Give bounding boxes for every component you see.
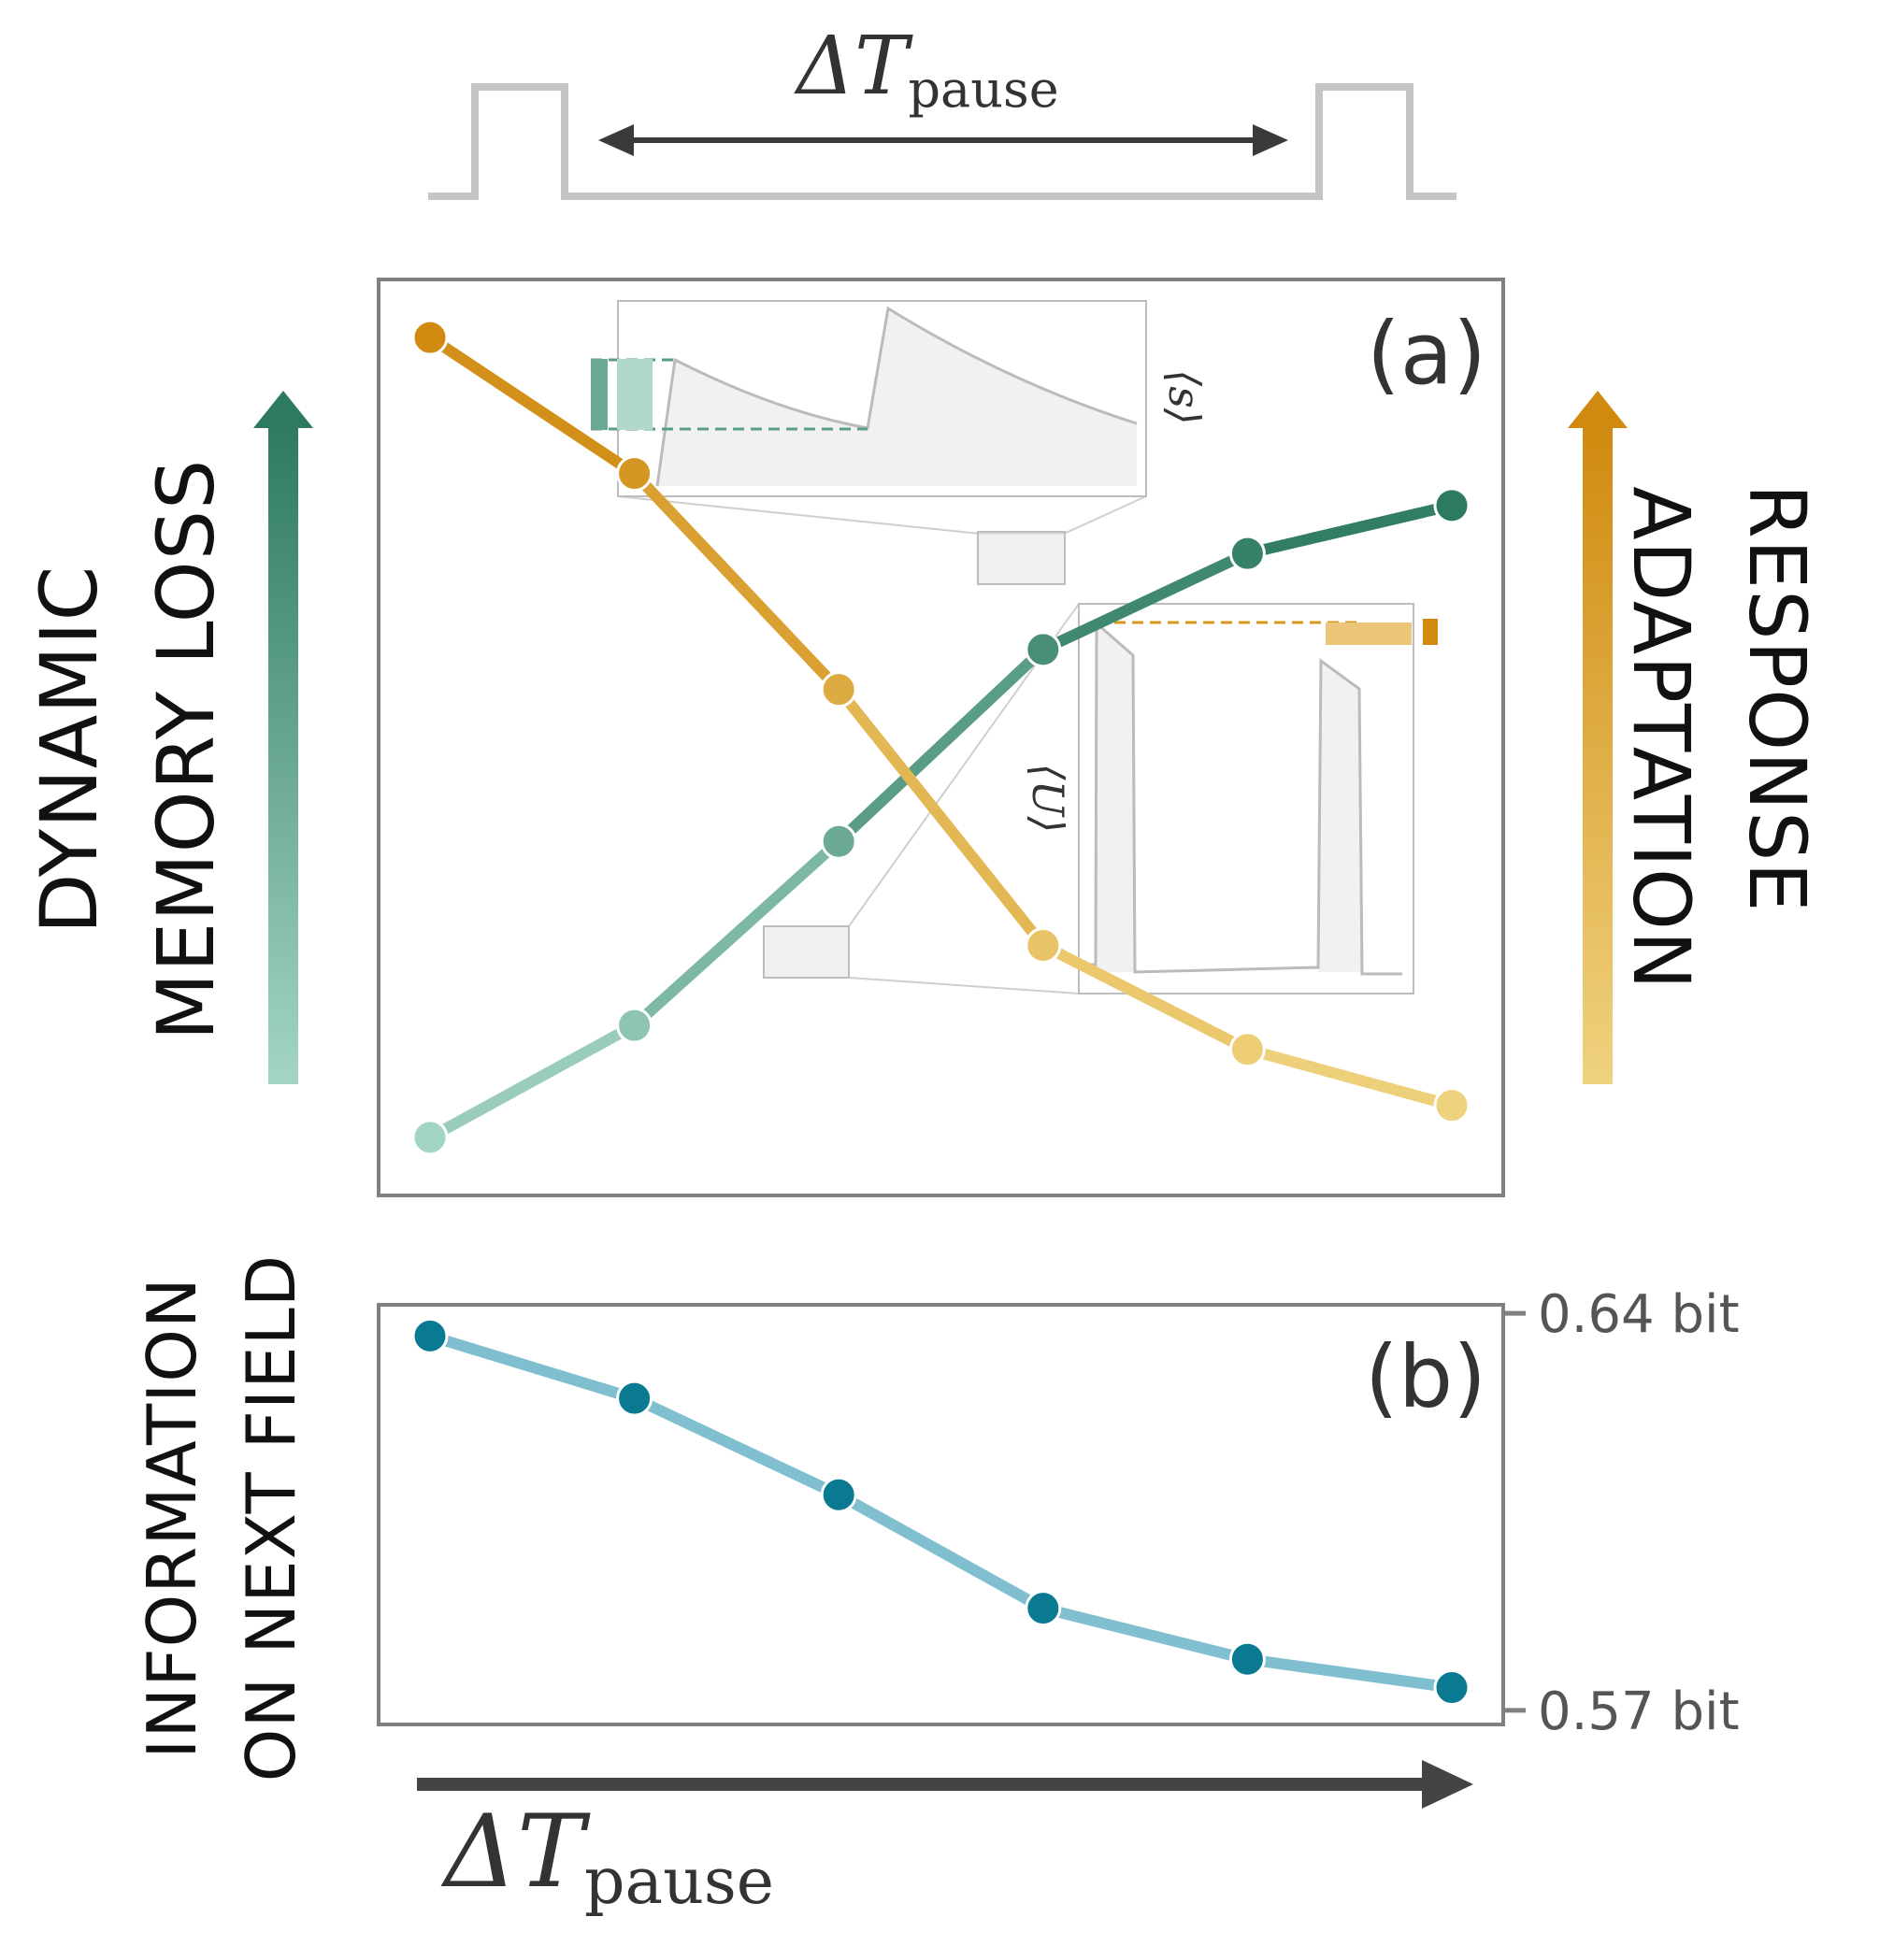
information-segment-3 xyxy=(1037,1602,1254,1666)
inset-top-bar-dark xyxy=(591,359,608,430)
pause-arrow-right-head xyxy=(1253,124,1288,156)
response-adaptation-label-line1: RESPONSE xyxy=(1731,484,1823,913)
inset-top-trace-fill xyxy=(657,308,1137,486)
pause-label: ΔTpause xyxy=(794,20,1059,119)
inset-bottom-trace-fill-2 xyxy=(1318,661,1362,972)
response_adaptation-segment-1 xyxy=(628,467,845,695)
y-tick-label-0: 0.64 bit xyxy=(1538,1284,1740,1345)
panel-b: INFORMATION ON NEXT FIELD (b) 0.64 bit0.… xyxy=(133,1254,1740,1781)
memory_loss-segment-4 xyxy=(1241,499,1457,560)
response_adaptation-point-5 xyxy=(1433,1087,1471,1124)
response_adaptation-point-0 xyxy=(411,319,449,356)
inset-top-label: ⟨s⟩ xyxy=(1159,369,1210,425)
response-adaptation-arrow-shaft xyxy=(1583,425,1613,1084)
memory_loss-point-0 xyxy=(411,1119,449,1156)
response_adaptation-point-3 xyxy=(1025,927,1062,964)
x-axis-arrow-head xyxy=(1422,1760,1473,1809)
panel-a-data xyxy=(411,319,1471,1156)
information-point-1 xyxy=(616,1380,653,1417)
panel-a: (a) ⟨s⟩ ⟨U⟩ xyxy=(377,278,1505,1197)
x-axis-label: ΔTpause xyxy=(440,1794,774,1919)
x-axis-arrow-shaft xyxy=(417,1778,1431,1791)
inset-top-bar-light xyxy=(617,359,653,430)
inset-top-connector xyxy=(617,495,1147,535)
information-point-0 xyxy=(411,1317,449,1354)
information-point-4 xyxy=(1228,1640,1266,1678)
information-point-5 xyxy=(1433,1669,1471,1707)
response_adaptation-segment-4 xyxy=(1241,1043,1457,1111)
information-segment-1 xyxy=(628,1393,845,1501)
y-tick-label-1: 0.57 bit xyxy=(1538,1681,1740,1742)
memory-loss-arrow-head xyxy=(253,391,313,428)
memory_loss-point-5 xyxy=(1433,487,1471,524)
information-point-2 xyxy=(820,1476,857,1513)
memory_loss-segment-0 xyxy=(424,1020,640,1143)
memory-loss-label-line1: DYNAMIC xyxy=(23,565,115,935)
memory_loss-point-3 xyxy=(1025,631,1062,668)
response_adaptation-point-1 xyxy=(616,455,653,493)
memory_loss-segment-2 xyxy=(833,643,1049,848)
pause-arrow-left-head xyxy=(598,124,634,156)
inset-bottom-bar-dark xyxy=(1423,619,1438,645)
pulse-waveform xyxy=(428,83,1456,200)
panel-b-y-axis: 0.64 bit 0.57 bit xyxy=(1503,1284,1740,1742)
inset-top: ⟨s⟩ xyxy=(591,300,1210,497)
inset-bottom-trace-fill-1 xyxy=(1088,623,1135,972)
response-adaptation-axis: RESPONSE ADAPTATION xyxy=(1568,391,1823,1084)
information-label-line1: INFORMATION xyxy=(133,1277,211,1759)
response_adaptation-segment-3 xyxy=(1037,939,1254,1055)
response-adaptation-label-line2: ADAPTATION xyxy=(1615,486,1707,991)
memory_loss-point-1 xyxy=(616,1007,653,1044)
information-segment-4 xyxy=(1241,1653,1457,1694)
zoom-box-green xyxy=(977,531,1066,585)
inset-bottom-bar-light xyxy=(1326,622,1412,645)
panel-a-label: (a) xyxy=(1367,304,1486,404)
response_adaptation-point-4 xyxy=(1228,1031,1266,1068)
information-segment-2 xyxy=(833,1489,1049,1614)
memory-loss-arrow-shaft xyxy=(268,425,298,1084)
memory-loss-label-line2: MEMORY LOSS xyxy=(140,459,232,1041)
zoom-box-orange xyxy=(763,925,850,979)
memory_loss-point-4 xyxy=(1228,535,1266,572)
information-point-3 xyxy=(1025,1590,1062,1627)
panel-b-label: (b) xyxy=(1365,1327,1486,1427)
information-label-line2: ON NEXT FIELD xyxy=(232,1254,310,1781)
inset-bottom-connector-2 xyxy=(848,977,1080,994)
inset-bottom-trace xyxy=(1088,620,1402,976)
memory_loss-point-2 xyxy=(820,823,857,860)
panel-b-data xyxy=(411,1317,1471,1707)
panel-a-frame xyxy=(377,278,1505,1197)
information-segment-0 xyxy=(424,1330,640,1405)
inset-bottom-label: ⟨U⟩ xyxy=(1023,764,1073,834)
panel-b-frame xyxy=(377,1303,1505,1726)
memory_loss-segment-3 xyxy=(1037,548,1254,655)
response_adaptation-point-2 xyxy=(820,671,857,708)
inset-bottom: ⟨U⟩ xyxy=(1023,603,1438,994)
response-adaptation-arrow-head xyxy=(1568,391,1628,428)
memory_loss-segment-1 xyxy=(628,836,845,1032)
memory-loss-axis: DYNAMIC MEMORY LOSS xyxy=(23,391,313,1084)
response_adaptation-segment-2 xyxy=(833,683,1049,951)
inset-top-trace xyxy=(655,306,1138,487)
x-axis: ΔTpause xyxy=(417,1760,1473,1919)
response_adaptation-segment-0 xyxy=(424,332,640,479)
pause-schematic: ΔTpause xyxy=(428,20,1456,200)
